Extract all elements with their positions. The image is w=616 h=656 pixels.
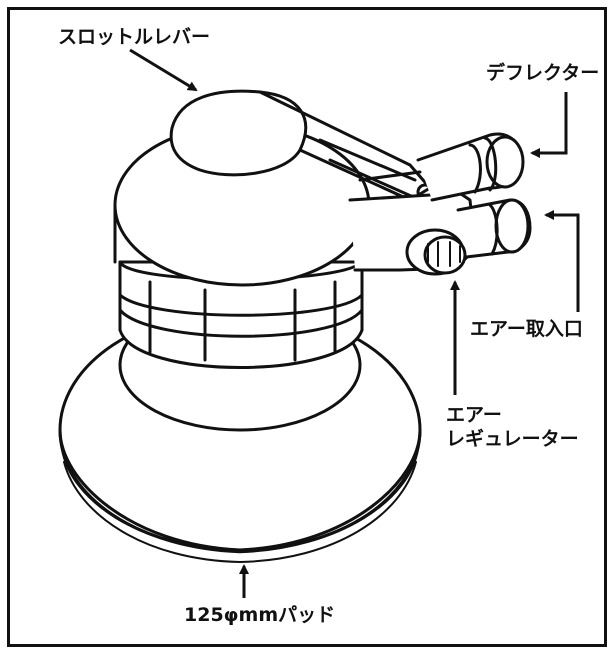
deflector-label: デフレクター xyxy=(486,62,600,84)
air-regulator-knob xyxy=(405,228,467,276)
deflector-shape xyxy=(416,132,525,202)
air-regulator-label-line1: エアー xyxy=(446,404,502,426)
throttle-arrow xyxy=(129,48,198,92)
air-intake-label: エアー取入口 xyxy=(470,318,583,340)
air-regulator-label: エアー レギュレーター xyxy=(446,404,579,452)
throttle-lever-label: スロットルレバー xyxy=(58,26,211,48)
motor-body xyxy=(118,260,364,369)
air-regulator-label-line2: レギュレーター xyxy=(446,427,579,450)
air-intake-arrow xyxy=(544,210,580,312)
pad-label: 125φmmパッド xyxy=(184,604,336,626)
air-intake-shape xyxy=(456,198,532,260)
deflector-arrow xyxy=(530,92,568,158)
